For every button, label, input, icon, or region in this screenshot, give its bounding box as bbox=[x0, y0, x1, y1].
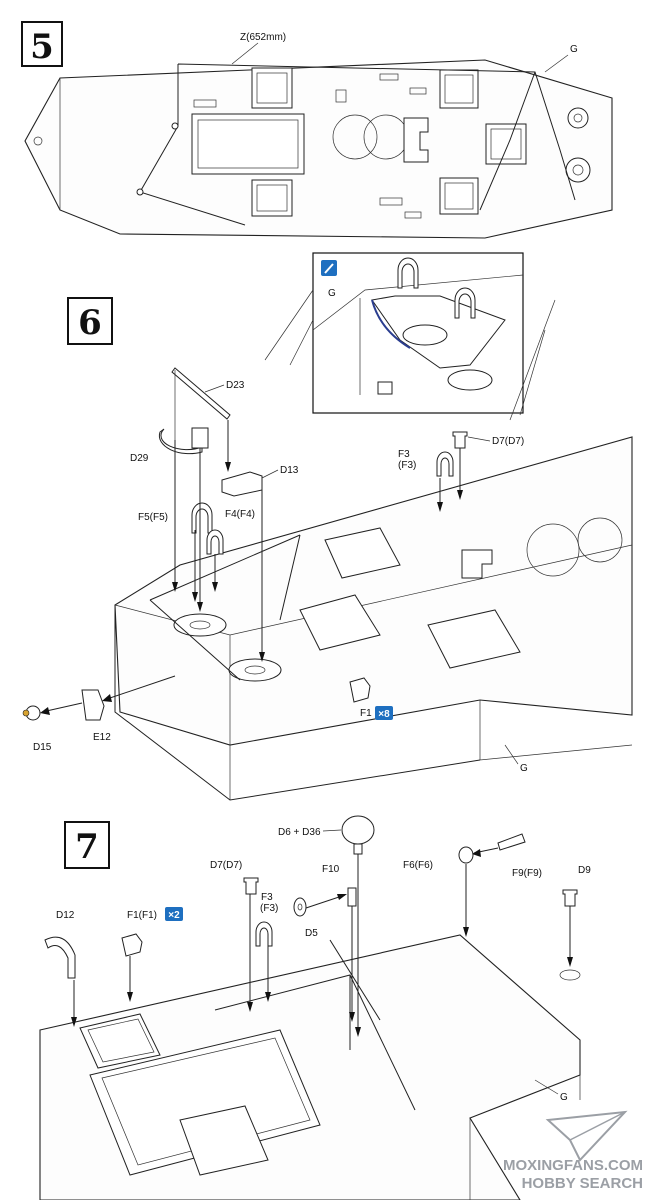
label-e12: E12 bbox=[93, 732, 111, 743]
part-d29 bbox=[158, 427, 209, 455]
part-f4 bbox=[206, 529, 224, 555]
part-d15 bbox=[22, 705, 41, 721]
label-d9: D9 bbox=[578, 865, 591, 876]
part-d23 bbox=[171, 367, 231, 440]
inset-detail: G bbox=[312, 252, 524, 414]
turret-ring-3d bbox=[526, 523, 580, 577]
hatches-step5 bbox=[251, 67, 527, 217]
part-f3-7 bbox=[255, 921, 273, 947]
label-d7-7: D7(D7) bbox=[210, 860, 242, 871]
watermark-line-1: MOXINGFANS.COM bbox=[503, 1157, 643, 1174]
step-6-number: 6 bbox=[78, 303, 102, 343]
f1-quantity: ×8 bbox=[378, 709, 390, 720]
step-5-number: 5 bbox=[30, 27, 54, 67]
step-6-box bbox=[67, 297, 113, 345]
wire-z-label: Z(652mm) bbox=[240, 32, 286, 43]
label-f3: F3 bbox=[398, 449, 410, 460]
label-d5: D5 bbox=[305, 928, 318, 939]
label-f4: F4(F4) bbox=[225, 509, 255, 520]
part-d7-7 bbox=[243, 877, 259, 895]
part-d9 bbox=[559, 889, 581, 981]
label-f1: F1 bbox=[360, 708, 372, 719]
label-g-7: G bbox=[560, 1092, 568, 1103]
label-d23: D23 bbox=[226, 380, 245, 391]
step-7-box bbox=[64, 821, 110, 869]
engine-grille bbox=[191, 113, 305, 175]
wire-z bbox=[139, 63, 576, 226]
part-f1-7 bbox=[121, 933, 143, 957]
reel-3d-left bbox=[173, 613, 227, 637]
f1-quantity-badge bbox=[375, 706, 393, 720]
paper-plane-logo-icon bbox=[545, 1110, 628, 1162]
engine-grille-inner bbox=[197, 119, 299, 169]
label-f6: F6(F6) bbox=[403, 860, 433, 871]
label-g-6: G bbox=[520, 763, 528, 774]
label-f1-7: F1(F1) bbox=[127, 910, 157, 921]
watermark: MOXINGFANS.COM HOBBY SEARCH bbox=[503, 1110, 643, 1192]
label-d13: D13 bbox=[280, 465, 299, 476]
reel-upper bbox=[567, 107, 589, 129]
inset-pointer bbox=[264, 289, 314, 366]
part-d13 bbox=[221, 471, 263, 497]
wire-z-leader bbox=[231, 42, 259, 65]
inset-pointer-right bbox=[509, 299, 556, 421]
label-f9: F9(F9) bbox=[512, 868, 542, 879]
step5-hull-label: G bbox=[570, 44, 578, 55]
small-fittings-step5 bbox=[193, 73, 427, 219]
hatches-step7 bbox=[79, 1013, 321, 1176]
vent-block bbox=[403, 117, 429, 163]
part-d12 bbox=[44, 936, 76, 979]
f1-quantity-7: ×2 bbox=[168, 910, 180, 921]
step-5: 5 bbox=[21, 21, 613, 239]
step-6: 6 G bbox=[22, 252, 633, 801]
label-d7: D7(D7) bbox=[492, 436, 524, 447]
watermark-line-2: HOBBY SEARCH bbox=[522, 1175, 643, 1192]
hull-3d-view bbox=[114, 436, 633, 746]
part-f9 bbox=[497, 833, 526, 851]
label-d6: D6 + D36 bbox=[278, 827, 321, 838]
tow-eye bbox=[33, 136, 43, 146]
assembly-arrows-step7 bbox=[71, 847, 573, 1037]
part-f3-6 bbox=[436, 451, 454, 477]
assembly-arrows-step6 bbox=[40, 420, 463, 715]
step-5-box bbox=[21, 21, 63, 67]
label-f5: F5(F5) bbox=[138, 512, 168, 523]
part-f5 bbox=[191, 502, 213, 534]
label-d12: D12 bbox=[56, 910, 75, 921]
part-e12 bbox=[81, 689, 105, 721]
label-d29: D29 bbox=[130, 453, 149, 464]
label-f3b-7: (F3) bbox=[260, 903, 278, 914]
part-f10 bbox=[347, 887, 357, 907]
label-f10: F10 bbox=[322, 864, 340, 875]
hatches-step6 bbox=[299, 527, 521, 669]
f1-quantity-badge-7 bbox=[165, 907, 183, 921]
part-d7-6 bbox=[452, 431, 468, 449]
step-7: 7 bbox=[39, 815, 591, 1200]
reel-lower bbox=[565, 157, 591, 183]
part-f6 bbox=[458, 846, 474, 864]
turret-ring-left bbox=[332, 114, 378, 160]
step5-hull-leader bbox=[544, 54, 569, 73]
inset-hull-label: G bbox=[328, 288, 336, 299]
part-d5 bbox=[293, 897, 307, 917]
antenna-rod bbox=[329, 939, 381, 1021]
label-f3-7: F3 bbox=[261, 892, 273, 903]
label-f3b: (F3) bbox=[398, 460, 416, 471]
part-d6-d36 bbox=[341, 815, 375, 855]
step-7-number: 7 bbox=[75, 827, 99, 867]
part-f1-6 bbox=[349, 677, 371, 703]
label-d15: D15 bbox=[33, 742, 52, 753]
